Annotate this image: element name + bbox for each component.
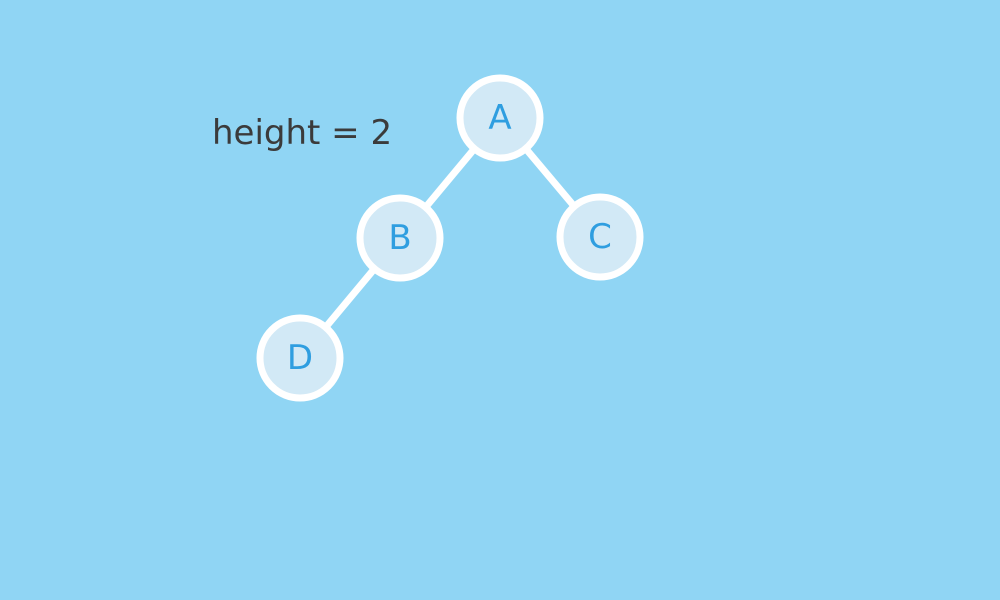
node-a-label: A [488,98,511,138]
height-label: height = 2 [212,113,393,153]
tree-nodes: A B C D [256,74,644,402]
node-c-label: C [588,217,612,257]
node-d: D [256,314,344,402]
tree-edges [296,114,604,362]
node-b: B [356,194,444,282]
node-d-label: D [287,338,313,378]
node-c: C [556,193,644,281]
node-a: A [456,74,544,162]
node-b-label: B [388,218,411,258]
